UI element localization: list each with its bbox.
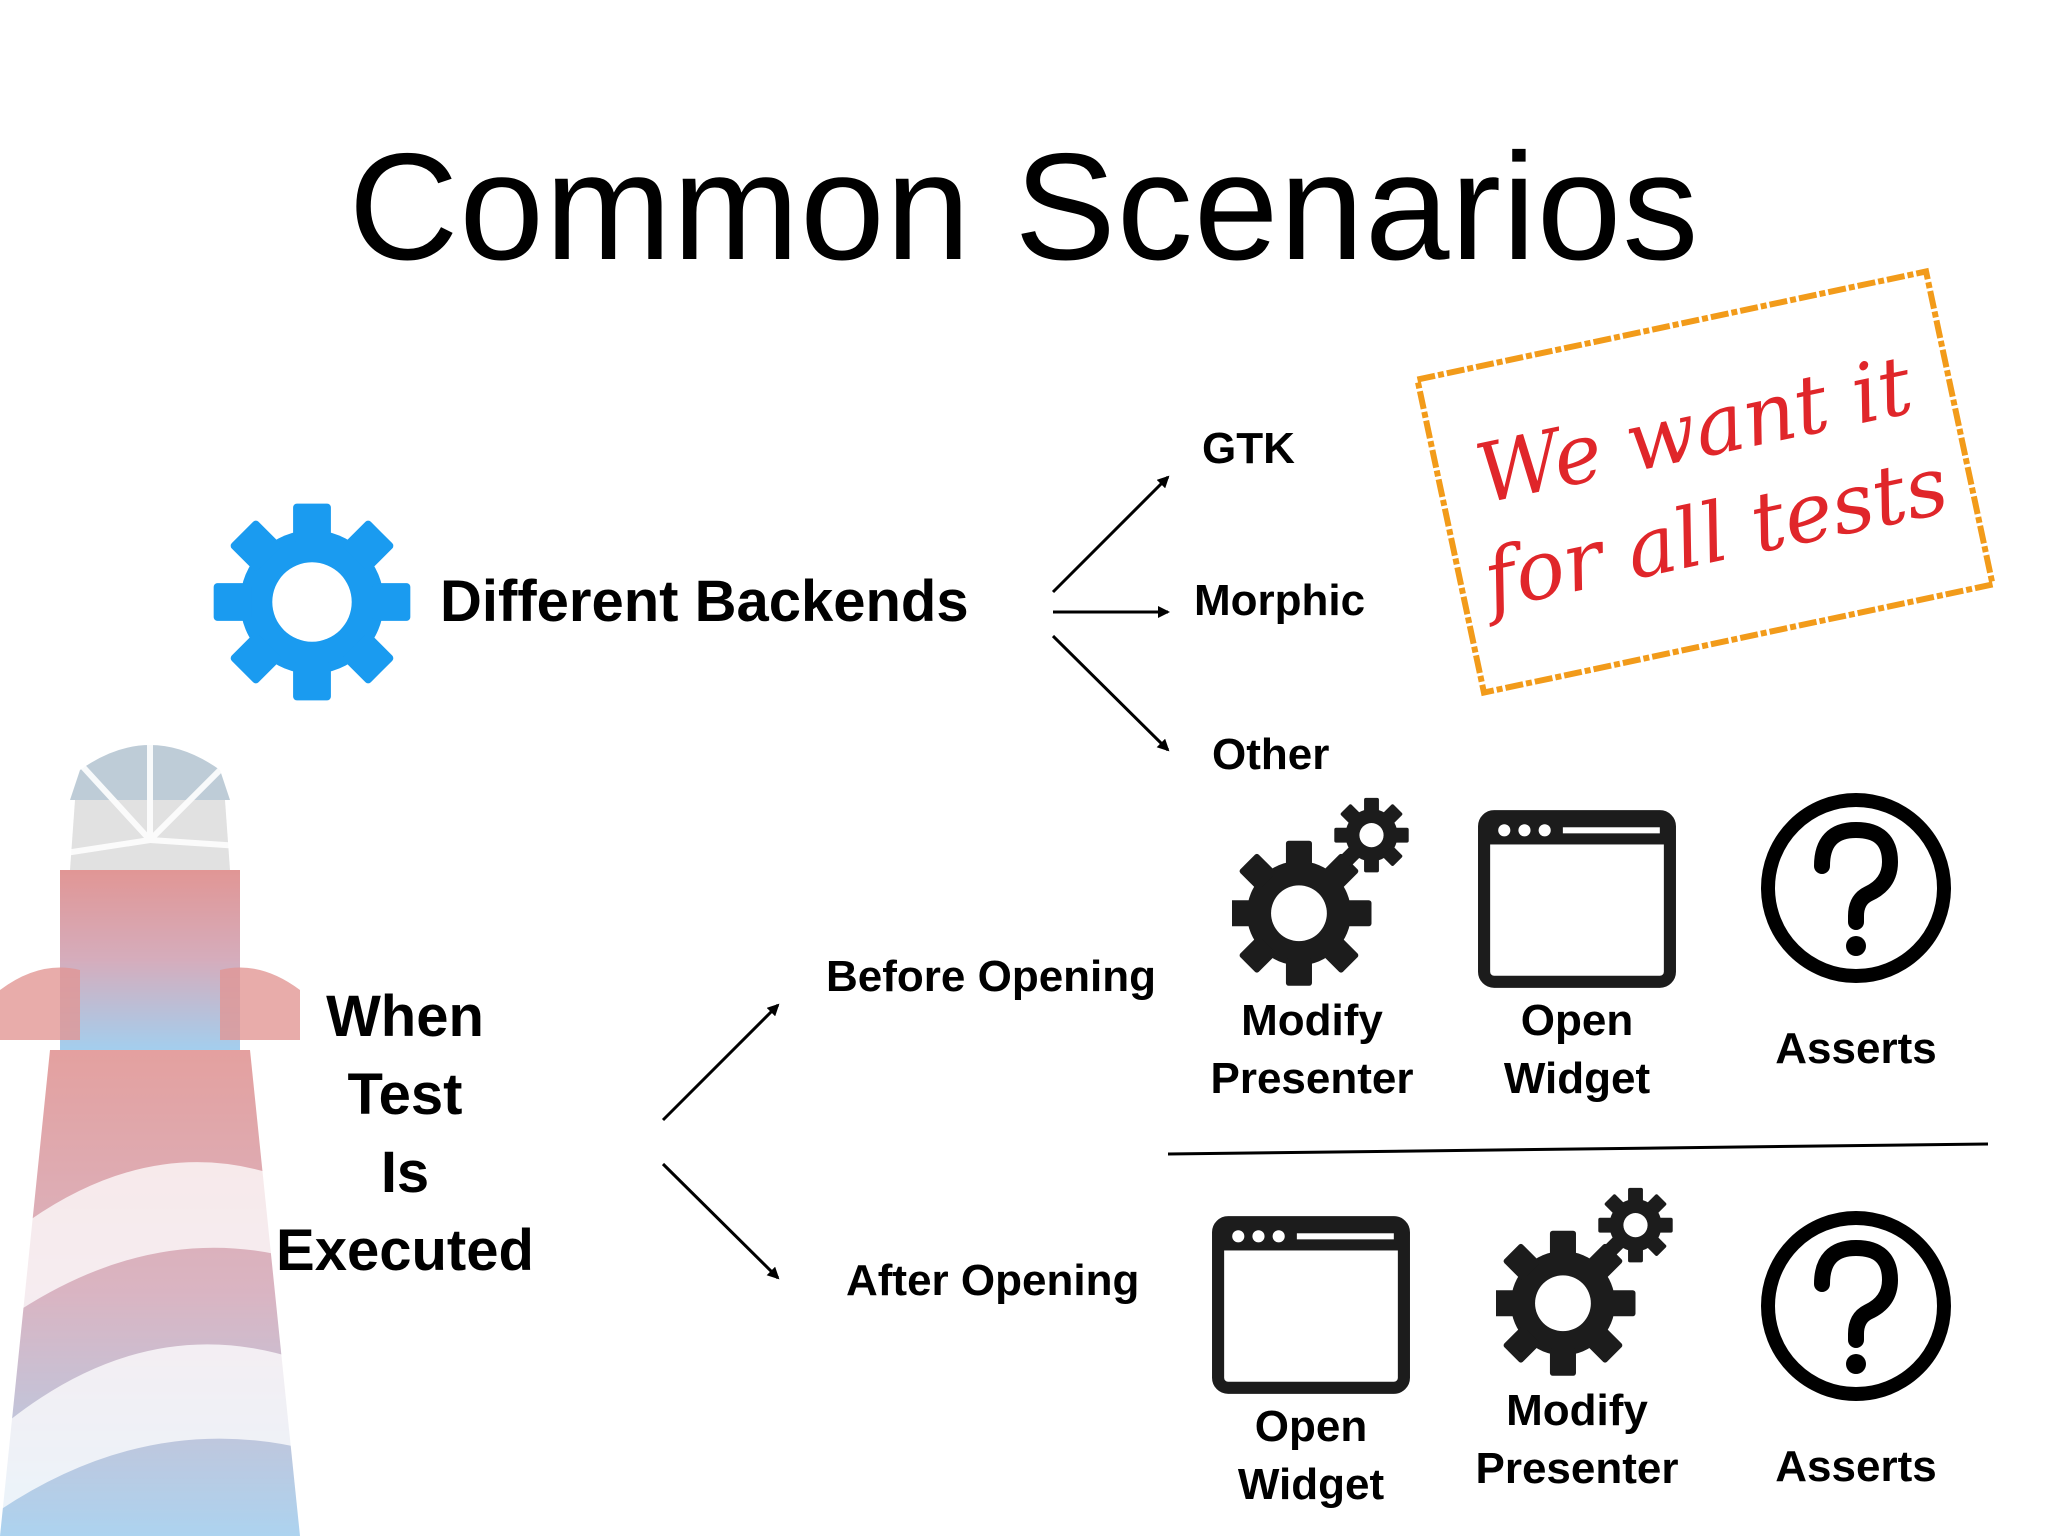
slide-title: Common Scenarios [348, 122, 1700, 292]
arrow-to-gtk [1051, 475, 1170, 594]
question-icon [1756, 788, 1956, 988]
step-line: Widget [1237, 1460, 1385, 1509]
step-modify-presenter: Modify Presenter [1182, 992, 1442, 1108]
arrow-to-other [1051, 634, 1170, 752]
arrow-to-after [661, 1162, 780, 1280]
step-line: Widget [1503, 1054, 1651, 1103]
gears-icon [1496, 1180, 1682, 1380]
divider-line [1168, 1142, 1988, 1156]
after-opening-label: After Opening [846, 1256, 1140, 1305]
step-line: Asserts [1775, 1024, 1937, 1073]
step-line: Open [1254, 1402, 1368, 1451]
step-asserts: Asserts [1726, 1020, 1986, 1078]
window-icon [1210, 1214, 1412, 1396]
when-test-executed-label: When Test Is Executed [245, 978, 565, 1290]
before-opening-label: Before Opening [826, 952, 1157, 1001]
step-line: Modify [1506, 1386, 1648, 1435]
step-line: Asserts [1775, 1442, 1937, 1491]
step-line: Presenter [1210, 1054, 1414, 1103]
step-open-widget: Open Widget [1447, 992, 1707, 1108]
question-icon [1756, 1206, 1956, 1406]
step-open-widget: Open Widget [1181, 1398, 1441, 1514]
backends-label: Different Backends [440, 569, 969, 634]
backend-other: Other [1212, 730, 1330, 779]
step-line: Presenter [1475, 1444, 1679, 1493]
step-line: Modify [1241, 996, 1383, 1045]
handwritten-note: We want it for all tests [1413, 267, 1997, 697]
gears-icon [1232, 790, 1418, 990]
gear-icon [213, 503, 411, 701]
window-icon [1476, 808, 1678, 990]
backend-gtk: GTK [1202, 424, 1295, 473]
arrow-to-before [661, 1003, 780, 1122]
step-modify-presenter: Modify Presenter [1447, 1382, 1707, 1498]
when-line: Is [380, 1140, 430, 1205]
lighthouse-background-illustration [0, 680, 310, 1536]
when-line: Test [347, 1062, 463, 1127]
step-asserts: Asserts [1726, 1438, 1986, 1496]
when-line: When [326, 984, 484, 1049]
step-line: Open [1520, 996, 1634, 1045]
backend-morphic: Morphic [1194, 576, 1366, 625]
when-line: Executed [276, 1218, 534, 1283]
